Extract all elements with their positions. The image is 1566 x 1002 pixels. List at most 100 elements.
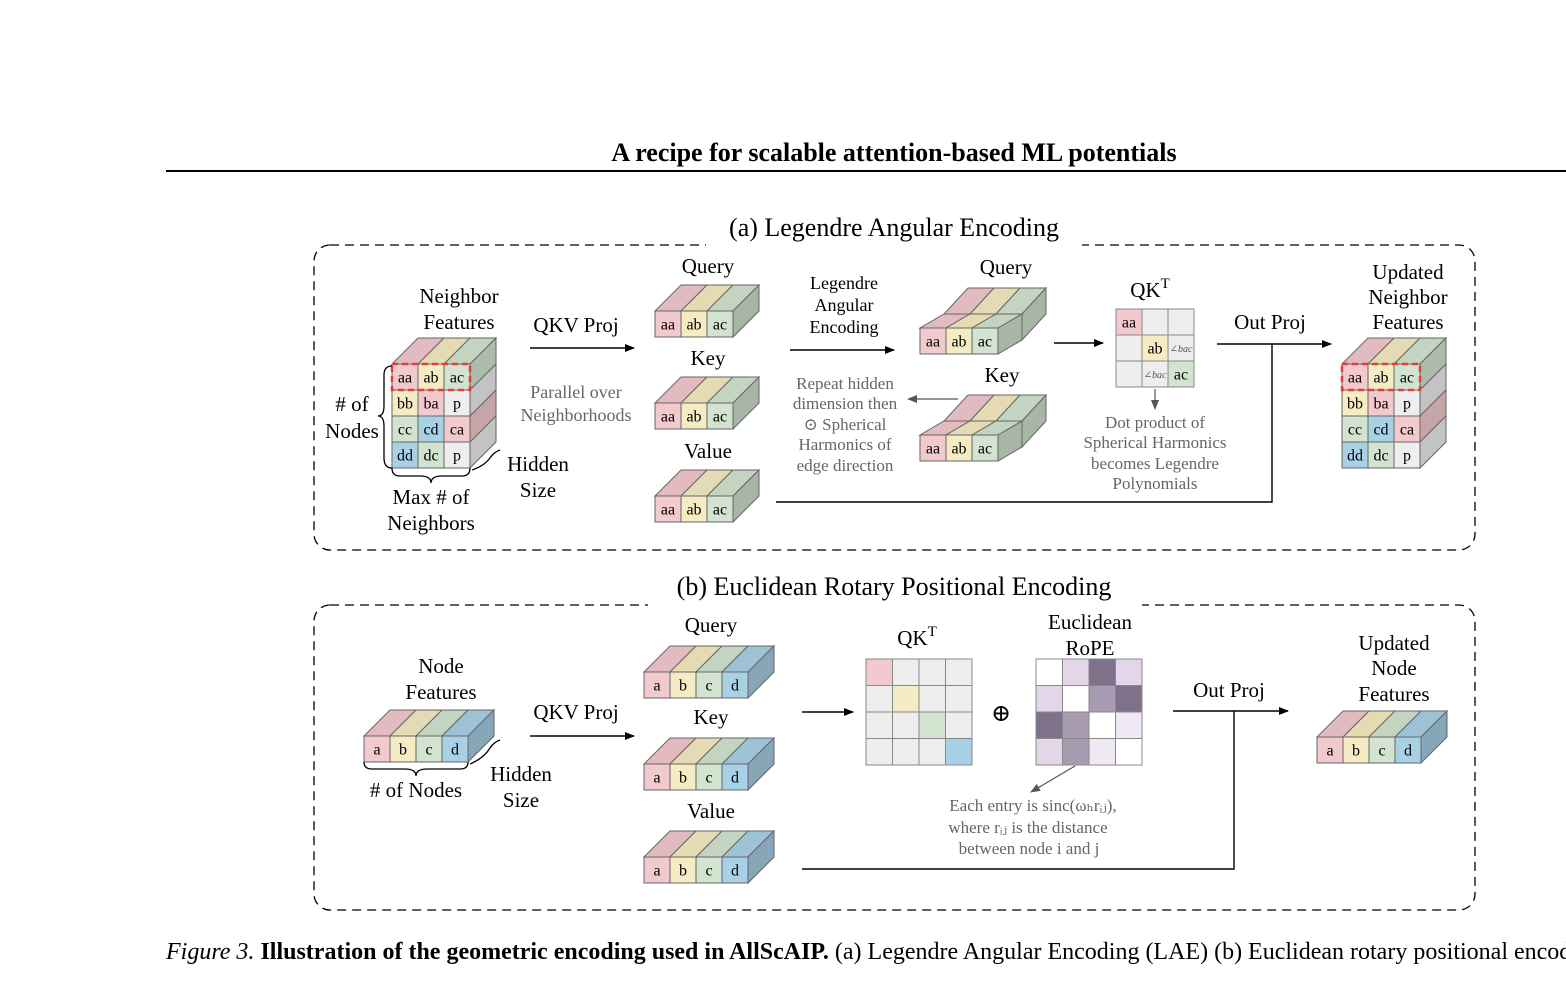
- a-neighbor-features-block-cell-label-1-0: bb: [397, 396, 413, 413]
- b-updated-label-2: Node: [1371, 656, 1417, 680]
- a-updated-features-block-cell-label-2-0: cc: [1348, 422, 1362, 439]
- a-neighbor-features-block-cell-label-2-1: cd: [423, 422, 438, 439]
- b-rope-cell-0-2: [1088, 658, 1116, 686]
- b-node-features-slab-cell-label-3: d: [451, 742, 459, 759]
- b-rope-cell-3-1: [1062, 738, 1090, 766]
- a-key-lae-slab: [942, 393, 1048, 449]
- b-num-nodes-brace: [363, 761, 469, 777]
- a-neighbor-features-block-cell-label-0-1: ab: [423, 370, 438, 387]
- a-hidden-size-label-1: Hidden: [507, 452, 569, 476]
- b-query-slab-cell-0: [643, 671, 671, 699]
- b-node-features-label-1: Node: [418, 654, 464, 678]
- b-qkt-cell-0-2: [918, 658, 946, 686]
- b-updated-slab-cell-label-1: b: [1352, 743, 1360, 760]
- b-rope-cell-1-2: [1088, 685, 1116, 713]
- page-header-title: A recipe for scalable attention-based ML…: [611, 138, 1177, 167]
- b-qkt-cell-1-2: [918, 685, 946, 713]
- b-qkt-cell-2-0: [865, 711, 893, 739]
- a-repeat-note-3: ⊙ Spherical: [804, 415, 887, 434]
- b-value-slab-cell-1: [669, 856, 697, 884]
- b-value-slab-cell-label-1: b: [679, 863, 687, 880]
- a-updated-label-3: Features: [1372, 310, 1443, 334]
- b-out-proj-label: Out Proj: [1193, 678, 1265, 702]
- a-qkt-diag-label-1: ab: [1147, 341, 1162, 358]
- b-qkt-cell-2-1: [892, 711, 920, 739]
- a-updated-features-block-cell-0-1: [1367, 363, 1395, 391]
- a-neighbor-features-block-cell-label-0-0: aa: [398, 370, 412, 387]
- a-key-slab-cell-0: [654, 402, 682, 430]
- a-neighbor-features-block-cell-label-1-1: ba: [423, 396, 438, 413]
- panel-a-title: (a) Legendre Angular Encoding: [729, 213, 1059, 242]
- b-updated-slab-cell-1: [1342, 736, 1370, 764]
- a-qkt-cell-1-0: [1115, 334, 1143, 362]
- b-updated-slab-cell-label-3: d: [1404, 743, 1412, 760]
- a-neighbor-features-block-cell-3-1: [417, 441, 445, 469]
- b-updated-slab-cell-label-2: c: [1378, 743, 1385, 760]
- b-qkt-cell-3-0: [865, 738, 893, 766]
- b-key-slab-cell-label-2: c: [705, 770, 712, 787]
- b-query-slab-cell-label-2: c: [705, 678, 712, 695]
- b-rope-cell-0-0: [1035, 658, 1063, 686]
- a-qkv-proj-label: QKV Proj: [533, 313, 618, 337]
- a-key-slab-cell-label-1: ab: [686, 409, 701, 426]
- a-query-slab-cell-label-1: ab: [686, 317, 701, 334]
- a-qkt-cell-2-1: [1141, 360, 1169, 388]
- b-qkt-cell-2-2: [918, 711, 946, 739]
- a-key-label: Key: [691, 346, 726, 370]
- a-neighbor-features-block-cell-label-0-2: ac: [450, 370, 464, 387]
- a-updated-label-2: Neighbor: [1368, 285, 1447, 309]
- a-query-lae-slab: [942, 286, 1048, 342]
- a-key-lae-slab-front-cell-label-2: ac: [978, 441, 992, 458]
- b-rope-cell-3-2: [1088, 738, 1116, 766]
- a-value-slab-cell-2: [706, 495, 734, 523]
- panel-a-frame: [313, 244, 1476, 551]
- b-key-label: Key: [694, 705, 729, 729]
- b-qkt-cell-2-3: [945, 711, 973, 739]
- b-value-slab-cell-label-3: d: [731, 863, 739, 880]
- b-rope-label-1: Euclidean: [1048, 610, 1132, 634]
- b-rope-cell-1-1: [1062, 685, 1090, 713]
- b-hidden-size-label-1: Hidden: [490, 762, 552, 786]
- b-query-label: Query: [685, 613, 738, 637]
- b-rope-cell-2-2: [1088, 711, 1116, 739]
- a-query-lae-slab-front-cell-2: [971, 327, 999, 355]
- a-updated-features-block-cell-label-2-1: cd: [1373, 422, 1388, 439]
- b-rope-cell-2-0: [1035, 711, 1063, 739]
- b-qkt-cell-1-0: [865, 685, 893, 713]
- b-rope-label-2: RoPE: [1065, 636, 1114, 660]
- a-query-slab-cell-2: [706, 310, 734, 338]
- a-neighbor-features-block-cell-2-1: [417, 415, 445, 443]
- a-parallel-note-1: Parallel over: [530, 382, 621, 402]
- a-dot-note-3: becomes Legendre: [1091, 454, 1219, 473]
- a-qkt-cell-1-2: [1167, 334, 1195, 362]
- b-qkt-grid: [865, 658, 973, 766]
- b-query-slab-cell-label-0: a: [653, 678, 660, 695]
- a-updated-features-block-cell-label-3-0: dd: [1347, 448, 1363, 465]
- b-rope-cell-1-3: [1115, 685, 1143, 713]
- b-qkt-cell-3-2: [918, 738, 946, 766]
- a-updated-features-block-cell-3-2: [1393, 441, 1421, 469]
- header-rule: [166, 170, 1566, 172]
- a-neighbor-features-label-1: Neighbor: [419, 284, 498, 308]
- b-node-features-slab-cell-label-0: a: [373, 742, 380, 759]
- b-node-features-label-2: Features: [405, 680, 476, 704]
- a-updated-features-block-cell-label-0-2: ac: [1400, 370, 1414, 387]
- a-max-neighbors-label-2: Neighbors: [387, 511, 475, 535]
- a-query-lae-slab-front-cell-label-1: ab: [951, 334, 966, 351]
- a-updated-features-block-cell-label-3-1: dc: [1373, 448, 1388, 465]
- b-value-slab-cell-2: [695, 856, 723, 884]
- a-max-neighbors-brace: [391, 467, 471, 484]
- a-neighbor-features-block-cell-label-2-0: cc: [398, 422, 412, 439]
- b-qkt-cell-0-0: [865, 658, 893, 686]
- a-key-slab-cell-2: [706, 402, 734, 430]
- a-updated-features-block-cell-label-3-2: p: [1403, 448, 1411, 465]
- a-qkt-cell-0-2: [1167, 308, 1195, 336]
- a-updated-features-block-cell-3-0: [1341, 441, 1369, 469]
- a-qkt-angle-1: ∠bac: [1170, 344, 1193, 355]
